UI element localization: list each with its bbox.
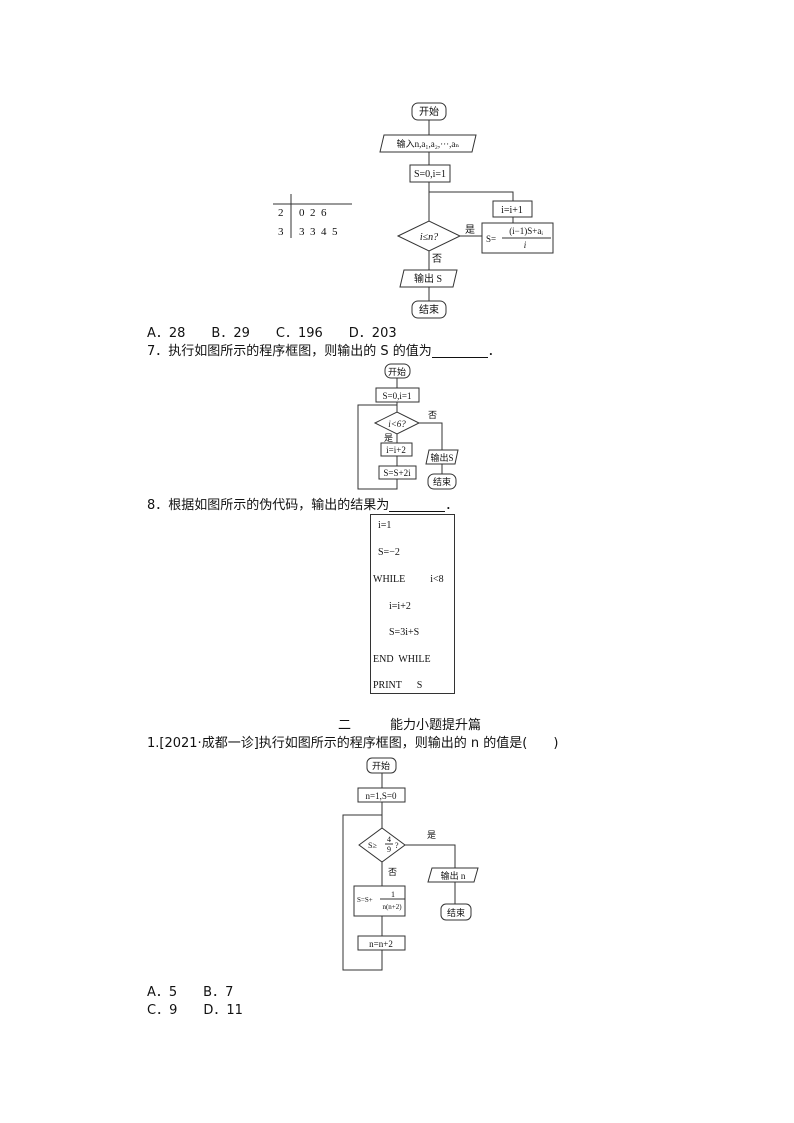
condition-numerator: 4 [387,835,391,844]
update-lhs: S=S+ [357,896,373,904]
end-node [411,300,447,319]
start-label: 开始 [419,105,439,118]
condition-denominator: 9 [387,845,391,854]
code-line: S=3i+S [389,627,420,638]
start-label: 开始 [388,366,406,377]
code-line: i=1 [378,520,392,531]
end-node [440,903,472,921]
output-label: 输出 S [414,272,442,285]
stem-leaf-plot: 2 0 2 6 3 3 3 4 5 [273,194,352,238]
init-node [409,164,451,183]
update-label: S=S+2i [383,468,411,478]
output-node [425,449,459,465]
pseudocode-box: i=1 S=−2 WHILE i<8 i=i+2 S=3i+S END WHIL… [370,514,455,694]
stem: 3 [278,226,284,238]
end-node [427,473,457,490]
formula-node [481,222,554,254]
q7-answer-blank[interactable] [431,345,488,358]
flowchart-q7: 开始 S=0,i=1 i<6? 否 是 i=i+2 S=S+2i 输出S 结束 [357,363,459,490]
q8-question: 8．根据如图所示的伪代码，输出的结果为． [147,498,459,513]
code-line: S=−2 [378,547,400,558]
q8-text: 8．根据如图所示的伪代码，输出的结果为 [147,498,390,513]
q7-text: 7．执行如图所示的程序框图，则输出的 S 的值为 [147,344,432,359]
section-heading: 二 能力小题提升篇 [338,718,482,733]
update-node [378,465,417,480]
formula-denominator: i [524,240,527,250]
code-line: i=i+2 [389,601,411,612]
p1-options-row1: A．5 B．7 [147,985,234,1000]
condition-lhs: S≥ [368,841,377,850]
code-line: END WHILE [373,654,431,665]
output-node [427,867,479,883]
increment-label: n=n+2 [369,939,393,949]
flowchart-p1: 开始 n=1,S=0 S≥ 4 9 ? 是 否 S=S+ 1 n(n+2) n=… [342,757,479,971]
start-label: 开始 [372,760,390,771]
formula-lhs: S= [486,234,496,244]
increment-label: i=i+1 [501,205,523,216]
condition-label: i<6? [388,419,406,429]
formula-numerator: (i−1)S+aᵢ [509,226,543,236]
code-line: PRINT S [373,680,423,691]
init-label: S=0,i=1 [383,391,412,401]
code-line: WHILE i<8 [373,574,444,585]
increment-label: i=i+2 [386,445,406,455]
yes-label: 是 [465,224,475,236]
q8-answer-blank[interactable] [389,499,446,512]
input-node [379,134,477,153]
increment-node [357,935,406,951]
update-node [353,885,406,917]
no-label: 否 [428,410,437,420]
init-label: S=0,i=1 [414,169,446,180]
no-label: 否 [432,253,442,265]
leaves: 0 2 6 [299,207,327,219]
q7-question: 7．执行如图所示的程序框图，则输出的 S 的值为． [147,344,501,359]
stem: 2 [278,207,284,219]
end-label: 结束 [419,303,439,316]
output-node [399,269,458,288]
update-denominator: n(n+2) [382,903,402,911]
end-label: 结束 [447,907,465,918]
condition-question: ? [395,841,399,850]
end-label: 结束 [433,476,451,487]
no-label: 否 [388,867,397,877]
input-label: 输入n,a₁,a₂,···,aₙ [397,138,460,149]
init-label: n=1,S=0 [366,791,397,801]
update-numerator: 1 [391,890,395,899]
condition-label: i≤n? [420,232,438,243]
q6-options: A．28 B．29 C．196 D．203 [147,326,397,341]
p1-options-row2: C．9 D．11 [147,1003,243,1018]
flowchart-q6: 开始 输入n,a₁,a₂,···,aₙ S=0,i=1 i=i+1 i≤n? 是… [379,102,554,319]
output-label: 输出 n [441,870,466,881]
p1-question: 1.[2021·成都一诊]执行如图所示的程序框图，则输出的 n 的值是( ) [147,736,559,751]
leaves: 3 3 4 5 [299,226,338,238]
output-label: 输出S [430,452,453,463]
yes-label: 是 [427,830,436,840]
yes-label: 是 [384,433,393,443]
